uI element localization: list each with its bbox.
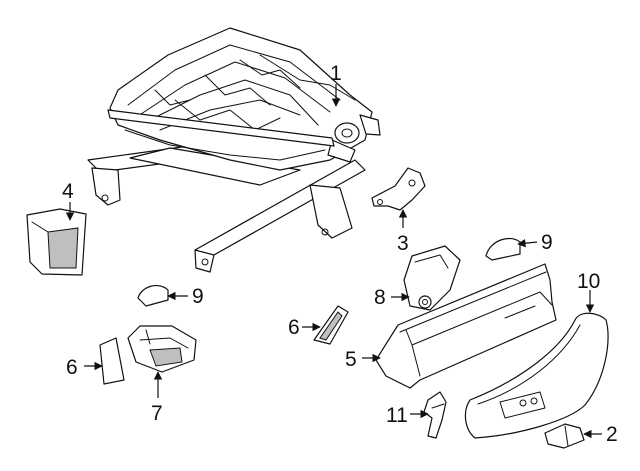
callout-9-right: 9 [541,231,553,254]
cover-part-4 [26,208,87,276]
callout-9-left: 9 [192,285,204,308]
housing-part-7 [127,325,197,373]
callout-8: 8 [374,286,386,309]
leader-9-right [517,239,538,248]
clip-part-6-center [313,305,349,345]
callout-3: 3 [397,232,409,255]
callout-5: 5 [345,348,357,371]
cap-part-9-left [137,284,169,307]
seat-frame-track-assembly [87,27,381,273]
bracket-part-11 [423,391,447,439]
bracket-part-8 [403,245,461,311]
callout-6-left: 6 [66,356,78,379]
callout-11: 11 [386,404,408,427]
side-shield-part-5 [375,263,557,389]
callout-10: 10 [577,270,600,293]
callout-4: 4 [62,180,74,203]
cap-part-9-right [485,237,521,261]
callout-1: 1 [330,62,342,85]
knob-part-2 [544,423,585,449]
callout-6-center: 6 [288,316,300,339]
trim-part-6-left [99,337,125,385]
callout-2: 2 [606,423,618,446]
outer-shield-part-10 [464,312,609,439]
leader-lines [65,84,602,439]
callout-7: 7 [151,402,163,425]
bracket-part-3 [371,167,426,211]
callout-labels: 1 4 3 9 9 8 10 6 5 6 7 11 2 [62,62,618,446]
